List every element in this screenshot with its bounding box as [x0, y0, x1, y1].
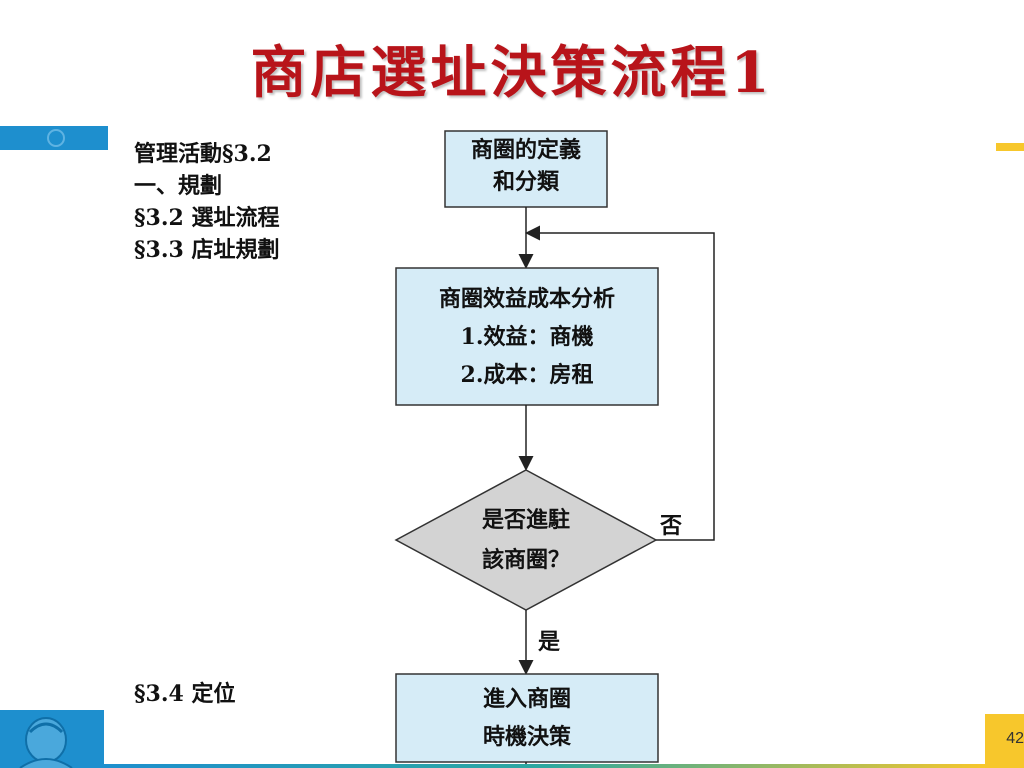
- note-line: §3.2 選址流程: [134, 205, 280, 231]
- accent-bar-right: [996, 143, 1024, 151]
- node-enter-line1: 進入商圈: [482, 686, 571, 712]
- node-analysis-box: [395, 267, 659, 406]
- node-analysis-line2: 1.效益：商機: [460, 324, 594, 350]
- page-title: 商店選址決策流程1: [250, 40, 774, 106]
- side-notes: 管理活動§3.2 一、規劃 §3.2 選址流程 §3.3 店址規劃: [134, 138, 279, 266]
- node-define-line1: 商圈的定義: [470, 137, 581, 163]
- node-decision-line1: 是否進駐: [481, 507, 570, 533]
- node-define-label: 商圈的定義 和分類: [445, 132, 607, 200]
- node-define-line2: 和分類: [492, 169, 559, 195]
- node-analysis-label: 商圈效益成本分析 1.效益：商機 2.成本：房租: [396, 280, 658, 394]
- node-enter-label: 進入商圈 時機決策: [396, 680, 658, 756]
- node-decision-label: 是否進駐 該商圈？: [436, 500, 616, 580]
- bottom-accent-line: [104, 764, 985, 768]
- node-define-box: [444, 130, 608, 208]
- note-line: 一、規劃: [134, 173, 223, 199]
- edge-label-yes: 是: [538, 629, 561, 655]
- page-number: 42: [1006, 730, 1024, 747]
- node-analysis-line1: 商圈效益成本分析: [438, 286, 615, 312]
- node-enter-line2: 時機決策: [482, 724, 571, 750]
- edge-decision-loop: [525, 225, 715, 541]
- figure-watermark-icon: [47, 129, 65, 147]
- node-enter-box: [395, 673, 659, 763]
- edge-label-no: 否: [660, 513, 683, 539]
- accent-bar-left: [0, 126, 108, 150]
- note-positioning: §3.4 定位: [134, 681, 236, 707]
- node-decision-line2: 該商圈？: [481, 547, 570, 573]
- node-analysis-line3: 2.成本：房租: [460, 362, 594, 388]
- corner-accent-box: [985, 714, 1024, 768]
- portrait-logo-icon: [0, 710, 104, 768]
- note-line: 管理活動§3.2: [134, 141, 272, 167]
- note-line: §3.3 店址規劃: [134, 237, 280, 263]
